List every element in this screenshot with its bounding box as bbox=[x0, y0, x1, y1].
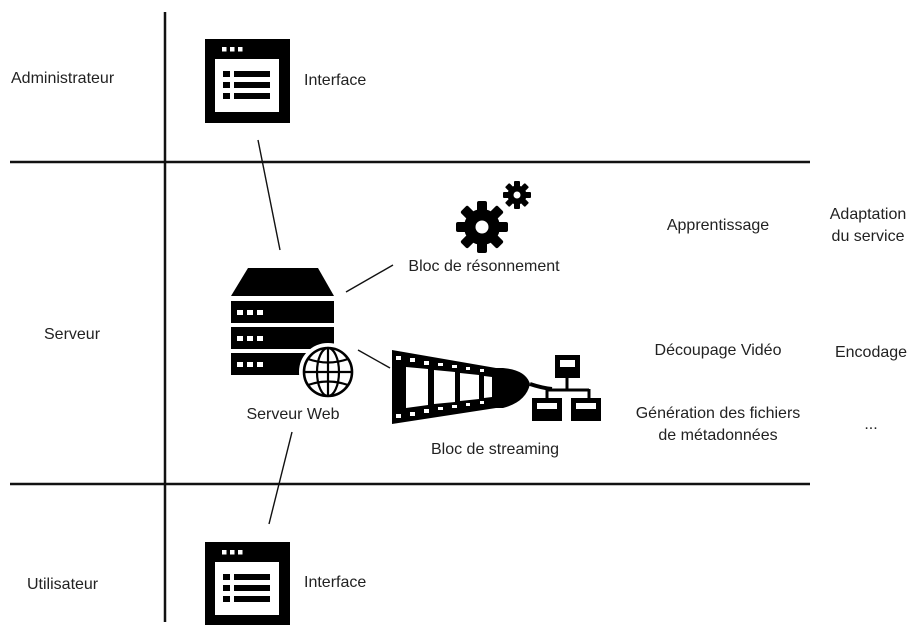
metadata-label-line2: de métadonnées bbox=[658, 427, 778, 444]
metadata-label-line1: Génération des fichiers bbox=[635, 405, 801, 422]
adaptation-label-line2: du service bbox=[831, 228, 905, 245]
video-cutting-label: Découpage Vidéo bbox=[654, 342, 782, 359]
globe-icon bbox=[299, 343, 357, 401]
interface-label-top: Interface bbox=[304, 72, 367, 89]
film-strip-icon bbox=[392, 350, 553, 424]
lane-label-admin: Administrateur bbox=[11, 70, 115, 87]
connector-server-streaming bbox=[357, 349, 391, 369]
streaming-block-label: Bloc de streaming bbox=[430, 441, 560, 458]
adaptation-label-line1: Adaptation bbox=[829, 206, 907, 223]
web-server-label: Serveur Web bbox=[246, 406, 340, 423]
lane-label-user: Utilisateur bbox=[27, 576, 99, 593]
interface-label-bottom: Interface bbox=[304, 574, 367, 591]
more-label: ... bbox=[864, 416, 878, 433]
encoding-label: Encodage bbox=[834, 344, 908, 361]
lane-label-server: Serveur bbox=[44, 326, 101, 343]
learning-label: Apprentissage bbox=[666, 217, 770, 234]
window-interface-icon bbox=[205, 542, 290, 625]
window-interface-icon bbox=[205, 39, 290, 123]
connector-server-reasoning bbox=[345, 264, 394, 293]
network-hierarchy-icon bbox=[532, 355, 601, 421]
connector-server-interface bbox=[268, 431, 293, 525]
gears-icon bbox=[456, 181, 531, 253]
connector-interface-server bbox=[257, 139, 281, 251]
reasoning-block-label: Bloc de résonnement bbox=[408, 258, 560, 275]
